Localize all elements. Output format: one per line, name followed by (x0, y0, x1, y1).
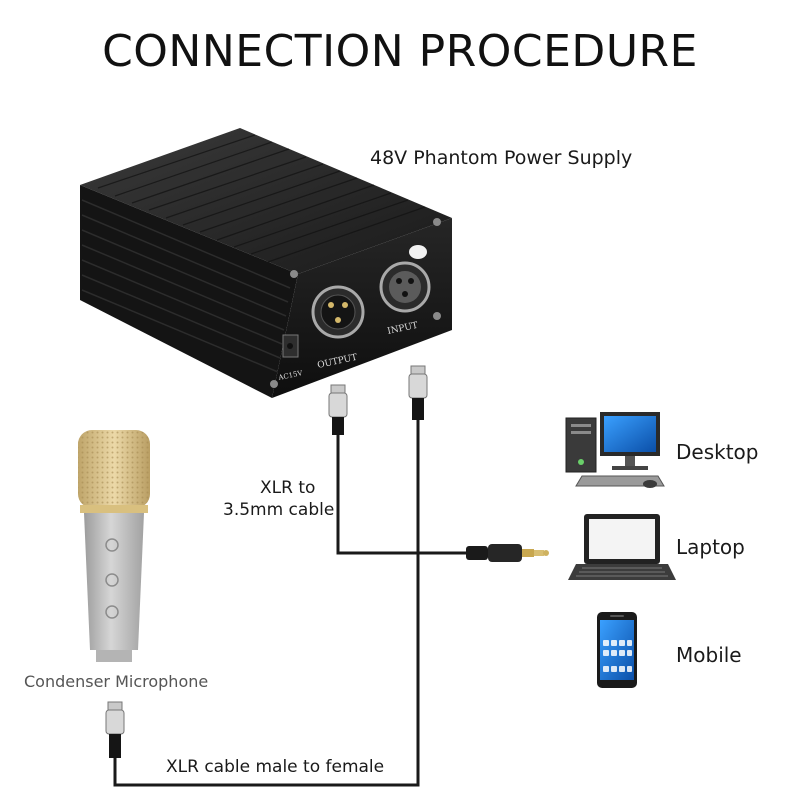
screw-icon (433, 312, 441, 320)
laptop-icon (568, 514, 676, 580)
power-supply-side-fins (81, 199, 291, 373)
power-supply-label: 48V Phantom Power Supply (370, 147, 633, 169)
power-supply-ridges (97, 134, 426, 263)
xlr-to-jack-label-line1: XLR to (260, 478, 316, 498)
xlr-input-port (379, 261, 431, 313)
screw-icon (433, 218, 441, 226)
microphone-label: Condenser Microphone (24, 672, 209, 691)
phantom-power-supply (80, 128, 452, 398)
page-title: CONNECTION PROCEDURE (102, 26, 698, 77)
mic-switch-icon (105, 538, 119, 552)
desktop-computer-icon (565, 412, 665, 488)
mic-switch-icon (105, 605, 119, 619)
jack-3-5mm-plug (466, 544, 549, 562)
xlr-female-connector (328, 384, 348, 435)
xlr-to-jack-cable (336, 433, 470, 555)
device-label-mobile: Mobile (676, 643, 742, 667)
mic-switch-icon (105, 573, 119, 587)
device-label-desktop: Desktop (676, 440, 759, 464)
xlr-to-jack-label-line2: 3.5mm cable (223, 500, 335, 520)
device-label-laptop: Laptop (676, 535, 745, 559)
power-led-icon (409, 245, 427, 259)
condenser-microphone (78, 430, 150, 662)
cables (113, 418, 470, 787)
xlr-male-female-cable (113, 418, 420, 787)
xlr-male-connector (408, 365, 428, 420)
power-supply-top (80, 128, 452, 274)
screw-icon (290, 270, 298, 278)
power-supply-side (80, 185, 298, 398)
screw-icon (270, 380, 278, 388)
mic-xlr-connector (105, 701, 125, 758)
xlr-output-port (311, 285, 365, 339)
xlr-cable-label: XLR cable male to female (166, 757, 385, 777)
smartphone-icon (597, 612, 637, 688)
